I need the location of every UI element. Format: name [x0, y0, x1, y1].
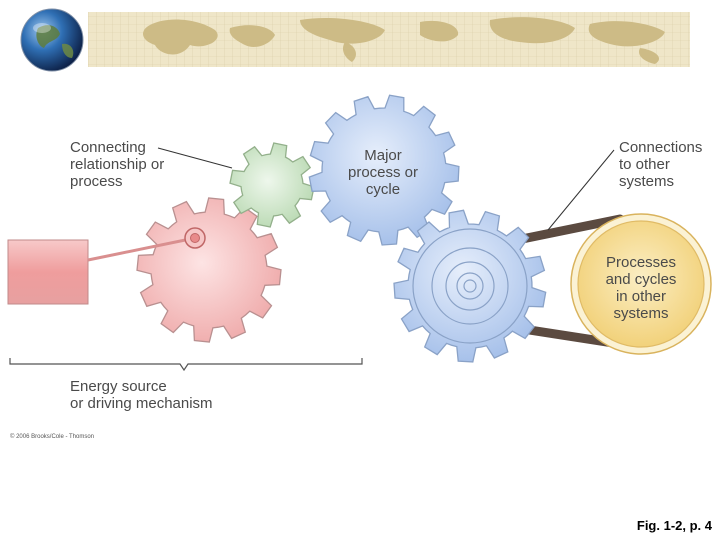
- label-connecting-line: process: [70, 173, 123, 190]
- label-processes: Processes and cycles in other systems: [587, 254, 695, 322]
- label-processes-line: systems: [613, 305, 669, 322]
- label-energy-line: or driving mechanism: [70, 395, 213, 412]
- major-process-gear: [308, 94, 460, 246]
- piston-cylinder: [7, 239, 89, 305]
- label-connecting-line: Connecting: [70, 139, 146, 156]
- label-processes-line: and cycles: [605, 271, 677, 288]
- output-gear: [393, 209, 547, 363]
- other-systems-disk: [570, 213, 712, 355]
- label-connections-line: systems: [619, 173, 675, 190]
- label-major-line: process or: [347, 164, 419, 181]
- label-connections: Connections to other systems: [619, 139, 702, 190]
- connections-leader-line: [547, 149, 615, 231]
- header-banner: [20, 8, 690, 72]
- copyright-notice: © 2006 Brooks/Cole - Thomson: [10, 434, 95, 440]
- globe-icon: [20, 8, 84, 72]
- label-connecting: Connecting relationship or process: [70, 139, 164, 190]
- label-major-line: cycle: [365, 181, 401, 198]
- label-major-line: Major: [364, 147, 402, 164]
- label-major-process: Major process or cycle: [335, 147, 431, 198]
- label-connections-line: Connections: [619, 139, 703, 156]
- connecting-gear: [229, 142, 315, 228]
- label-connecting-line: relationship or: [70, 156, 165, 173]
- label-processes-line: in other: [615, 288, 667, 305]
- energy-gear: [136, 197, 282, 343]
- world-map-banner: [88, 12, 690, 67]
- figure-caption: Fig. 1-2, p. 4: [636, 518, 712, 533]
- energy-brace: [9, 358, 363, 372]
- label-processes-line: Processes: [605, 254, 677, 271]
- label-connections-line: to other: [619, 156, 670, 173]
- connecting-rod: [87, 227, 206, 262]
- connecting-leader-line: [157, 147, 233, 169]
- output-gear-hub: [412, 228, 528, 344]
- label-energy-source: Energy source or driving mechanism: [70, 378, 213, 412]
- label-energy-line: Energy source: [70, 378, 167, 395]
